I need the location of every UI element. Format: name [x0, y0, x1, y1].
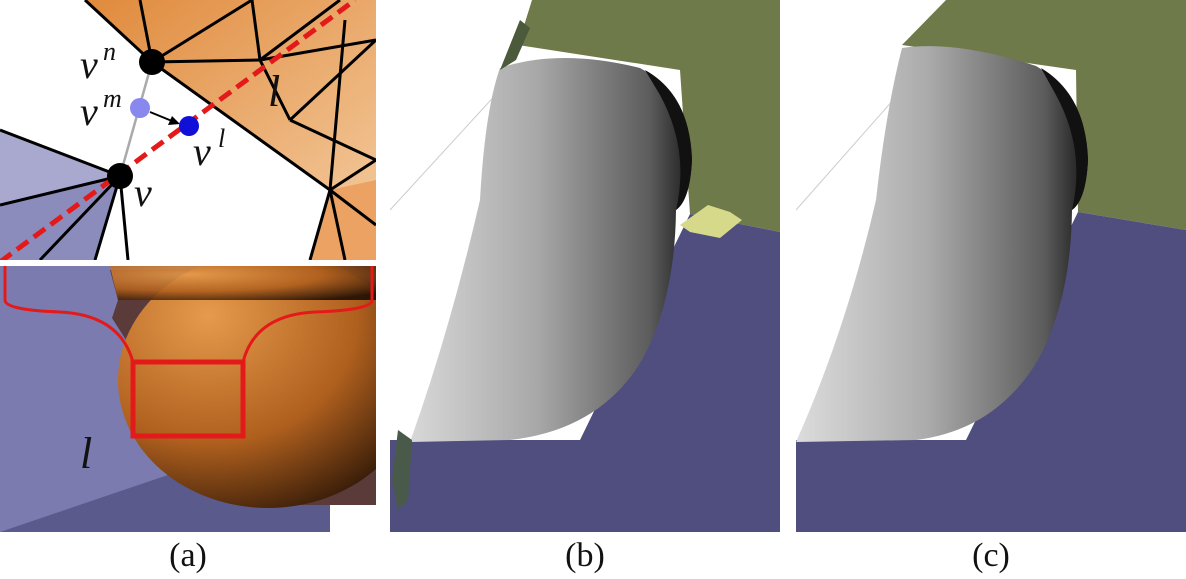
line-l: [0, 0, 357, 260]
label-vl: v: [193, 129, 211, 174]
edge-v-vn: [118, 61, 154, 177]
label-v: v: [134, 170, 152, 215]
grey-shape: [796, 46, 1088, 442]
zoom-bracket: [3, 266, 374, 363]
orange-mesh-lower: [310, 180, 376, 260]
navy-plane: [796, 212, 1186, 532]
sphere: [118, 266, 376, 508]
panel-a: v n v m v l v l l: [0, 0, 376, 532]
green-artifact-top: [500, 20, 530, 70]
vertex-vl: [179, 116, 199, 136]
label-vm-sup: m: [103, 84, 122, 113]
zoom-box: [130, 359, 246, 439]
label-vn: v: [80, 42, 98, 87]
caption-a: (a): [169, 537, 207, 574]
vertex-vn: [139, 49, 165, 75]
olive-plane: [518, 0, 780, 232]
label-vn-sup: n: [103, 37, 116, 66]
vertex-vm: [130, 98, 150, 118]
caption-b: (b): [565, 537, 605, 574]
panel-b-render: [390, 0, 780, 532]
olive-plane: [902, 0, 1186, 230]
label-l-bottom: l: [80, 429, 92, 478]
label-vl-sup: l: [218, 124, 225, 153]
grey-shape: [410, 58, 692, 442]
panel-c-render: [796, 0, 1186, 532]
green-artifact-bottom: [392, 430, 412, 510]
mesh-zoom-view: v n v m v l v l: [0, 0, 376, 260]
label-vm: v: [80, 89, 98, 134]
navy-plane: [390, 214, 780, 532]
panel-b: [390, 0, 780, 532]
caption-c: (c): [972, 537, 1010, 574]
mesh-edges: [0, 0, 376, 260]
label-l-top: l: [268, 67, 280, 116]
vertex-v: [107, 163, 133, 189]
panel-a-illustration: v n v m v l v l l: [0, 0, 376, 532]
panel-c: [796, 0, 1186, 532]
yellow-artifact: [680, 205, 742, 238]
sphere-overview: l: [0, 266, 376, 532]
projection-arrow: [149, 111, 173, 122]
